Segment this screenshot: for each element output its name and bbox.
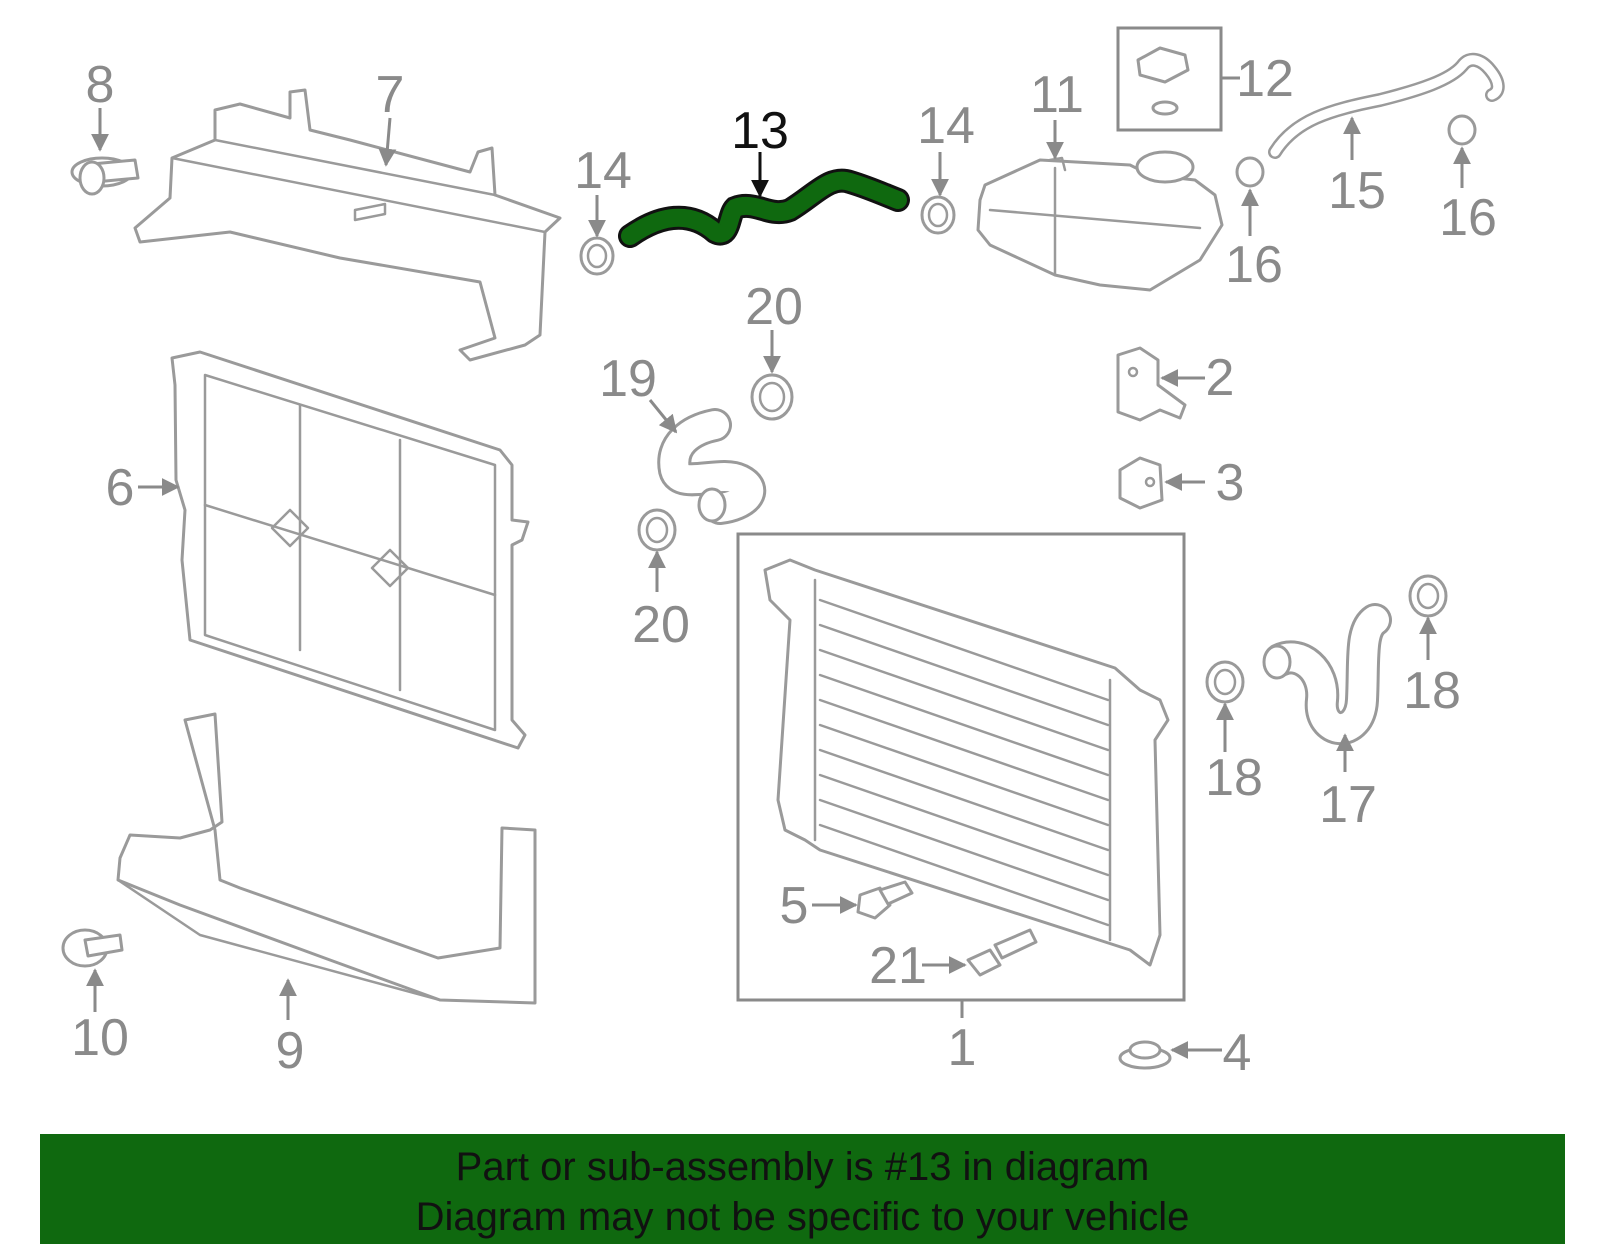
part-12-box — [1116, 26, 1223, 132]
part-17-hose — [1262, 603, 1392, 746]
part-2-bracket — [1116, 346, 1187, 422]
info-banner: Part or sub-assembly is #13 in diagram D… — [40, 1134, 1565, 1244]
part-3-insulator — [1118, 456, 1164, 510]
part-13-coolant-hose — [618, 168, 910, 248]
callout-13: 13 — [731, 102, 789, 160]
callout-18-left: 18 — [1205, 749, 1263, 807]
callout-4: 4 — [1223, 1024, 1252, 1082]
part-19-hose — [657, 408, 766, 525]
callout-14-left: 14 — [574, 142, 632, 200]
part-14-clamp-right — [920, 195, 956, 235]
part-15-overflow-tube — [1268, 52, 1505, 159]
callout-3: 3 — [1216, 454, 1245, 512]
part-18-clamp-right — [1408, 574, 1448, 618]
part-10-push-pin — [61, 928, 124, 968]
callout-1: 1 — [948, 1019, 977, 1077]
part-16-clamp-right — [1447, 114, 1477, 146]
callout-10: 10 — [71, 1009, 129, 1067]
banner-line-part: Part or sub-assembly is #13 in diagram — [455, 1145, 1150, 1189]
callout-11: 11 — [1030, 66, 1084, 124]
callout-numbers: 8 7 13 14 14 11 12 15 16 16 2 3 20 19 20… — [71, 50, 1497, 1082]
callout-16-left: 16 — [1225, 236, 1283, 294]
callout-20-lower: 20 — [632, 596, 690, 654]
callout-8: 8 — [86, 56, 115, 114]
part-6-shroud-frame — [170, 350, 530, 750]
part-14-clamp-left — [579, 236, 615, 276]
part-18-clamp-left — [1205, 660, 1245, 704]
callout-12: 12 — [1236, 50, 1294, 108]
leader-19 — [648, 399, 678, 434]
part-20-clamp-upper — [750, 373, 794, 421]
part-8-push-pin — [70, 156, 140, 196]
callout-5: 5 — [780, 877, 809, 935]
leader-lines — [86, 76, 1471, 1059]
leader-7 — [378, 117, 397, 167]
callout-15: 15 — [1328, 162, 1386, 220]
callout-9: 9 — [276, 1022, 305, 1080]
part-16-clamp-left — [1235, 156, 1265, 188]
part-5-drain-plug — [856, 880, 914, 920]
part-21-sensor — [966, 928, 1038, 977]
callout-19: 19 — [599, 350, 657, 408]
part-12-cap — [1136, 46, 1190, 116]
part-4-plug — [1118, 1040, 1172, 1070]
part-20-clamp-lower — [637, 508, 677, 552]
part-11-reservoir — [976, 150, 1224, 292]
banner-line-disclaimer: Diagram may not be specific to your vehi… — [415, 1195, 1190, 1239]
part-7-upper-baffle — [133, 88, 562, 362]
part-9-lower-deflector — [116, 712, 537, 1005]
callout-21: 21 — [869, 937, 927, 995]
part-1-radiator — [763, 558, 1170, 967]
callout-2: 2 — [1206, 349, 1235, 407]
callout-20-upper: 20 — [745, 278, 803, 336]
callout-7: 7 — [376, 66, 405, 124]
callout-14-right: 14 — [917, 97, 975, 155]
callout-17: 17 — [1319, 776, 1377, 834]
callout-6: 6 — [106, 459, 135, 517]
callout-18-right: 18 — [1403, 662, 1461, 720]
callout-16-right: 16 — [1439, 189, 1497, 247]
